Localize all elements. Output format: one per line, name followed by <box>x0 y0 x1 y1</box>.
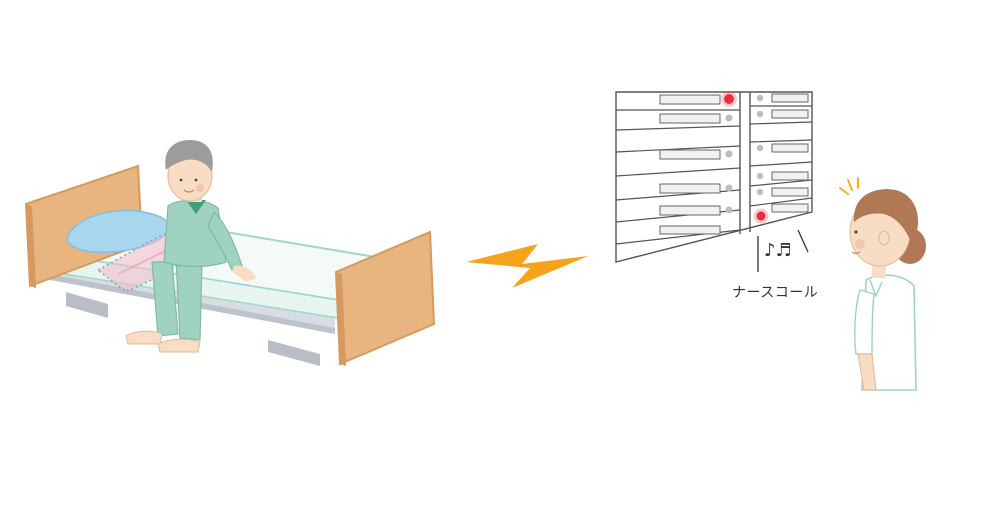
music-notes-icon: ♪♬ <box>757 229 809 272</box>
nurse-call-label: ナースコール <box>732 285 819 301</box>
alert-light <box>724 94 734 104</box>
elderly-patient-icon <box>125 140 256 353</box>
svg-text:♪♬: ♪♬ <box>764 240 792 261</box>
nurse-icon <box>839 177 926 391</box>
lightning-signal-icon <box>466 244 588 288</box>
nurse-call-panel-icon <box>615 91 813 263</box>
alert-light <box>756 211 766 221</box>
